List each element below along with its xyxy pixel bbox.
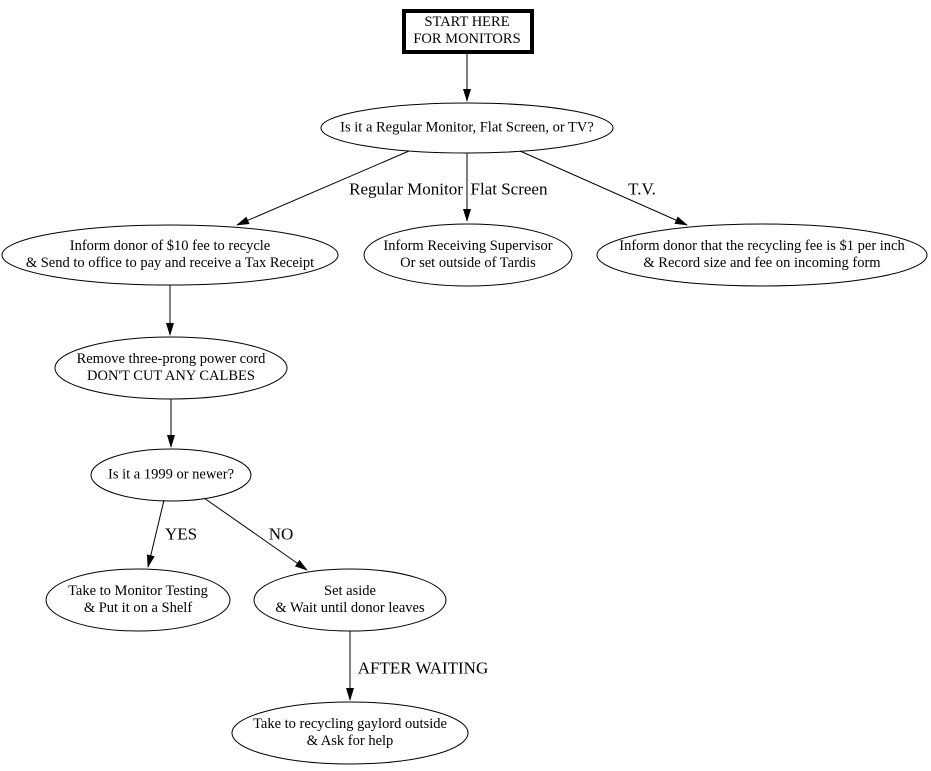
- edge-question-year-yes: [146, 499, 165, 568]
- edge-label-no: NO: [268, 524, 294, 544]
- flat-screen-action-line2: Or set outside of Tardis: [400, 255, 536, 271]
- question-monitor-type-text: Is it a Regular Monitor, Flat Screen, or…: [340, 119, 594, 136]
- tv-fee-label: Inform donor that the recycling fee is $…: [619, 238, 904, 272]
- recycling-gaylord-label: Take to recycling gaylord outside & Ask …: [253, 716, 447, 750]
- edge-question-year-no: [203, 497, 308, 571]
- start-node-line2: FOR MONITORS: [413, 31, 521, 47]
- remove-power-cord-line2: DON'T CUT ANY CALBES: [87, 368, 255, 384]
- edge-label-after-waiting: AFTER WAITING: [357, 658, 489, 678]
- flat-screen-action-line1: Inform Receiving Supervisor: [383, 238, 553, 254]
- question-monitor-type-label: Is it a Regular Monitor, Flat Screen, or…: [340, 120, 594, 137]
- recycling-gaylord-line2: & Ask for help: [306, 733, 394, 749]
- set-aside-line1: Set aside: [324, 583, 376, 599]
- question-year-node-shape: [90, 448, 252, 502]
- monitor-testing-line2: & Put it on a Shelf: [83, 600, 193, 616]
- question-year-text: Is it a 1999 or newer?: [107, 466, 235, 483]
- remove-power-cord-label: Remove three-prong power cord DON'T CUT …: [77, 351, 266, 385]
- edge-question-type-to-regular: [236, 150, 410, 226]
- regular-monitor-fee-label: Inform donor of $10 fee to recycle & Sen…: [26, 238, 314, 272]
- tv-fee-line2: & Record size and fee on incoming form: [643, 255, 881, 271]
- set-aside-label: Set aside & Wait until donor leaves: [275, 583, 424, 617]
- edge-label-tv: T.V.: [628, 179, 656, 199]
- edge-question-type-to-tv: [519, 150, 688, 226]
- set-aside-line2: & Wait until donor leaves: [275, 600, 425, 616]
- edge-label-regular-monitor: Regular Monitor: [349, 179, 463, 199]
- start-node-shape: [402, 9, 534, 54]
- monitor-testing-line1: Take to Monitor Testing: [68, 583, 208, 599]
- recycling-gaylord-line1: Take to recycling gaylord outside: [253, 716, 447, 732]
- remove-power-cord-line1: Remove three-prong power cord: [76, 351, 266, 367]
- regular-monitor-fee-line2: & Send to office to pay and receive a Ta…: [25, 255, 315, 271]
- flat-screen-action-node-shape: [363, 223, 573, 287]
- question-year-label: Is it a 1999 or newer?: [108, 467, 234, 484]
- edge-label-flat-screen: Flat Screen: [470, 179, 548, 199]
- edge-label-yes: YES: [164, 524, 198, 544]
- start-node-line1: START HERE: [424, 14, 510, 30]
- monitor-testing-node-shape: [45, 568, 231, 632]
- monitor-testing-label: Take to Monitor Testing & Put it on a Sh…: [68, 583, 208, 617]
- flat-screen-action-label: Inform Receiving Supervisor Or set outsi…: [383, 238, 552, 272]
- regular-monitor-fee-line1: Inform donor of $10 fee to recycle: [69, 238, 271, 254]
- start-node-label: START HERE FOR MONITORS: [413, 14, 520, 48]
- recycling-gaylord-node-shape: [231, 701, 469, 765]
- tv-fee-node-shape: [596, 223, 928, 287]
- tv-fee-line1: Inform donor that the recycling fee is $…: [619, 238, 905, 254]
